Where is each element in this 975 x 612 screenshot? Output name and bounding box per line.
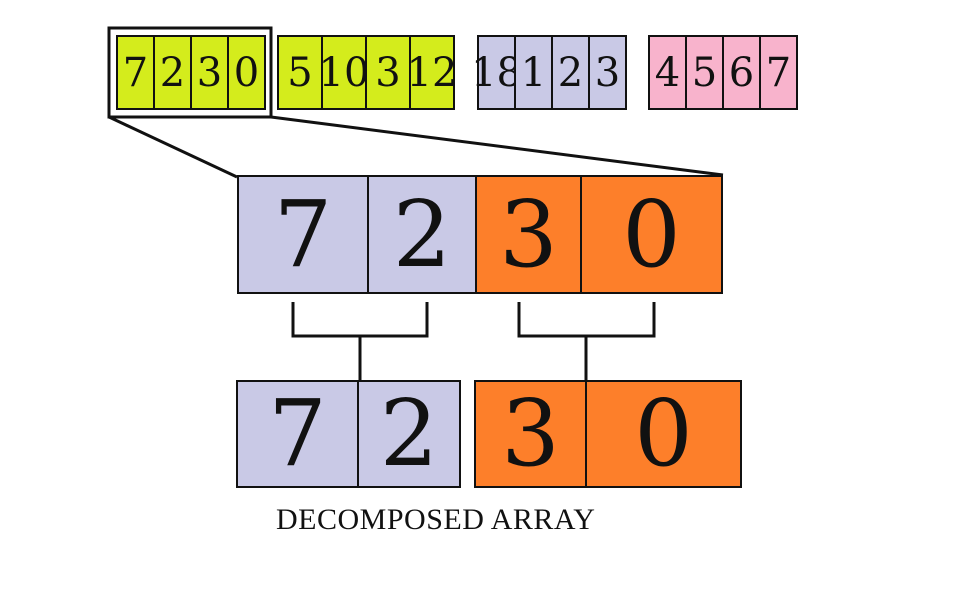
array-2-cell: 5 — [277, 35, 323, 110]
decomposed-right-cell: 3 — [474, 380, 587, 488]
array-1-cell: 3 — [190, 35, 229, 110]
array-2-cell: 12 — [407, 35, 457, 110]
array-3-cell: 2 — [551, 35, 590, 110]
array-3-cell: 1 — [514, 35, 553, 110]
highlight-frame — [107, 26, 273, 119]
zoom-cell: 7 — [237, 175, 369, 294]
array-4-cell: 5 — [685, 35, 724, 110]
array-2-cell: 3 — [365, 35, 411, 110]
decomposed-right-cell: 0 — [585, 380, 742, 488]
zoom-line-right — [270, 115, 724, 177]
array-3-cell: 18 — [471, 35, 522, 110]
zoom-cell: 0 — [580, 175, 723, 294]
decomposed-left-cell: 2 — [357, 380, 461, 488]
bracket-left — [291, 302, 429, 338]
zoom-cell: 3 — [475, 175, 582, 294]
array-1-cell: 0 — [227, 35, 266, 110]
array-1-cell: 2 — [153, 35, 192, 110]
array-2-cell: 10 — [319, 35, 369, 110]
array-4-cell: 4 — [648, 35, 687, 110]
array-1-cell: 7 — [116, 35, 155, 110]
decomposed-left-cell: 7 — [236, 380, 359, 488]
zoom-line-left — [108, 115, 238, 179]
array-3-cell: 3 — [588, 35, 627, 110]
array-4-cell: 6 — [722, 35, 761, 110]
caption: DECOMPOSED ARRAY — [276, 503, 596, 536]
zoom-cell: 2 — [367, 175, 477, 294]
array-4-cell: 7 — [759, 35, 798, 110]
bracket-right — [517, 302, 656, 338]
